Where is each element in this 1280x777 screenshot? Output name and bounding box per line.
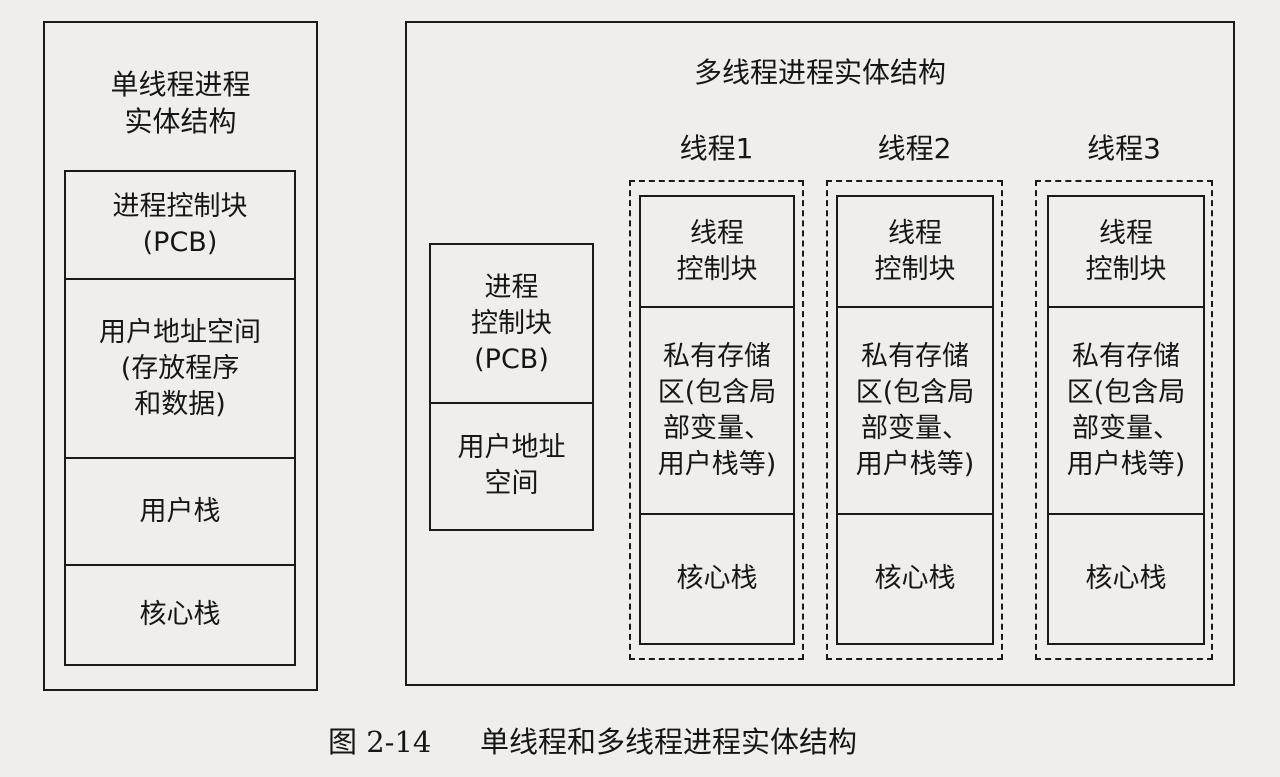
thread-label: 线程1: [679, 132, 754, 165]
single-thread-title: 单线程进程 实体结构: [110, 68, 251, 138]
thread-control-block-cell: 线程 控制块: [676, 217, 758, 285]
user-stack-cell: 用户栈: [66, 457, 294, 564]
thread-dashed-outline: [629, 180, 804, 660]
kernel-stack-cell: 核心栈: [1049, 513, 1203, 642]
multi-thread-title: 多线程进程实体结构: [693, 56, 946, 89]
multi-thread-process-frame: [405, 21, 1235, 686]
thread-label: 线程2: [877, 132, 952, 165]
thread-dashed-outline: [1035, 180, 1213, 660]
figure-number: 图 2-14: [328, 725, 432, 759]
thread-label: 线程3: [1087, 132, 1161, 165]
private-storage-cell: 私有存储 区(包含局 部变量、 用户栈等): [641, 306, 793, 513]
process-stack: 进程 控制块 (PCB) 用户地址 空间: [429, 243, 594, 531]
private-storage-cell: 私有存储 区(包含局 部变量、 用户栈等): [1049, 306, 1203, 513]
private-storage-cell: 私有存储 区(包含局 部变量、 用户栈等): [838, 306, 992, 513]
process-pcb-cell: 进程 控制块 (PCB): [471, 271, 552, 375]
thread-dashed-outline: [826, 180, 1003, 660]
kernel-stack-cell: 核心栈: [66, 564, 294, 663]
thread-stack: 线程 控制块 私有存储 区(包含局 部变量、 用户栈等) 核心栈: [836, 195, 994, 645]
thread-control-block-cell: 线程 控制块: [874, 217, 956, 285]
thread-stack: 线程 控制块 私有存储 区(包含局 部变量、 用户栈等) 核心栈: [1047, 195, 1205, 645]
single-thread-process-frame: [43, 21, 318, 691]
user-address-space-cell: 用户地址空间 (存放程序 和数据): [66, 278, 294, 457]
kernel-stack-cell: 核心栈: [838, 513, 992, 642]
kernel-stack-cell: 核心栈: [641, 513, 793, 642]
thread-stack: 线程 控制块 私有存储 区(包含局 部变量、 用户栈等) 核心栈: [639, 195, 795, 645]
figure-caption: 单线程和多线程进程实体结构: [480, 725, 858, 759]
single-thread-stack: 进程控制块 (PCB) 用户地址空间 (存放程序 和数据) 用户栈 核心栈: [64, 170, 296, 666]
pcb-cell: 进程控制块 (PCB): [112, 191, 248, 258]
process-user-address-space-cell: 用户地址 空间: [431, 402, 592, 528]
thread-control-block-cell: 线程 控制块: [1085, 217, 1167, 285]
